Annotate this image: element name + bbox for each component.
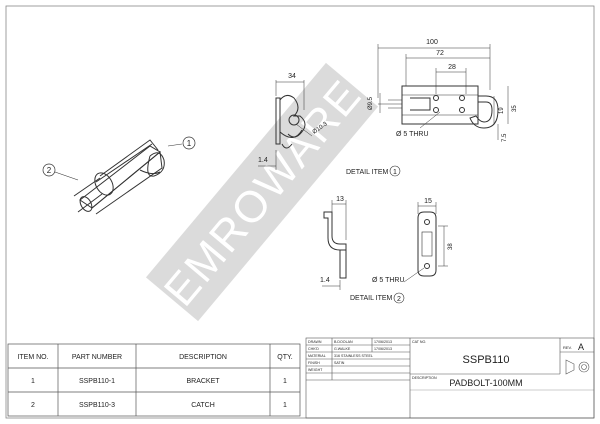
svg-text:DETAIL ITEM: DETAIL ITEM	[346, 169, 389, 176]
svg-text:1: 1	[393, 169, 397, 176]
dim-100: 100	[426, 39, 438, 46]
svg-text:EMROWARE: EMROWARE	[155, 71, 371, 316]
detail2-side-view	[322, 200, 347, 290]
tb-finish-label: FINISH	[308, 361, 320, 365]
dim-9-5: Ø9.5	[368, 96, 374, 110]
tb-drawn-date: 17/06/2013	[374, 340, 392, 344]
tb-drawn-by: B.DOOLAN	[334, 340, 353, 344]
bom-row1-item: 1	[31, 378, 35, 385]
title-block	[305, 337, 595, 419]
dim-7-5: 7.5	[502, 133, 508, 142]
tb-rev-label: REV.	[563, 345, 572, 350]
tb-rev: A	[578, 342, 584, 352]
bom-table	[7, 343, 301, 417]
balloon-item-2: 2	[42, 163, 79, 181]
watermark: EMROWARE	[145, 62, 379, 322]
svg-text:2: 2	[397, 296, 401, 303]
tb-chkd-date: 17/06/2013	[374, 347, 392, 351]
tb-description-label: DESCRIPTION	[412, 376, 437, 380]
bom-row1-desc: BRACKET	[186, 378, 220, 385]
detail-item-2-label: DETAIL ITEM 2	[350, 292, 405, 304]
projection-symbol-icon	[565, 359, 590, 375]
svg-text:2: 2	[47, 166, 52, 175]
dim-1-4-a: 1.4	[258, 157, 268, 164]
tb-cat-no-label: CAT NO.	[412, 340, 426, 344]
tb-material: 316 STAINLESS STEEL	[334, 354, 373, 358]
bom-row2-desc: CATCH	[191, 402, 215, 409]
bom-header-part-number: PART NUMBER	[72, 354, 122, 361]
bom-row2-part: SSPB110-3	[79, 402, 115, 409]
dim-15: 15	[424, 198, 432, 205]
detail-item-1-label: DETAIL ITEM 1	[346, 165, 401, 177]
detail1-side-view	[258, 80, 313, 170]
dim-1-4-b: 1.4	[320, 277, 330, 284]
tb-drawn-label: DRAWN	[308, 340, 322, 344]
tb-finish: SATIN	[334, 361, 345, 365]
tb-description: PADBOLT-100MM	[449, 378, 522, 388]
balloon-item-1: 1	[167, 136, 196, 150]
bom-header-qty: QTY.	[277, 354, 292, 361]
isometric-assembly	[73, 139, 165, 215]
dim-5-thru-a: Ø 5 THRU	[396, 131, 429, 138]
dim-72: 72	[436, 50, 444, 57]
tb-weight-label: WEIGHT	[308, 368, 323, 372]
bom-row2-qty: 1	[283, 402, 287, 409]
dim-34: 34	[288, 73, 296, 80]
tb-cat-no: SSPB110	[463, 354, 510, 366]
tb-material-label: MATERIAL	[308, 354, 326, 358]
svg-text:1: 1	[187, 139, 192, 148]
bom-header-description: DESCRIPTION	[179, 354, 227, 361]
bom-header-item-no: ITEM NO.	[17, 354, 48, 361]
bom-row1-part: SSPB110-1	[79, 378, 115, 385]
bom-row1-qty: 1	[283, 378, 287, 385]
tb-chkd-label: CHK'D	[308, 347, 319, 351]
bom-row2-item: 2	[31, 402, 35, 409]
detail2-front-view	[403, 202, 448, 283]
tb-chkd-by: G.WALKE	[334, 347, 351, 351]
dim-28: 28	[448, 64, 456, 71]
sheet-border	[5, 5, 595, 419]
dim-5-thru-b: Ø 5 THRU	[372, 277, 405, 284]
dim-19: 19	[499, 107, 505, 114]
dim-13: 13	[336, 196, 344, 203]
dim-38: 38	[448, 243, 454, 250]
dim-35: 35	[512, 105, 518, 112]
detail1-front-view	[377, 44, 509, 140]
svg-text:DETAIL ITEM: DETAIL ITEM	[350, 295, 393, 302]
